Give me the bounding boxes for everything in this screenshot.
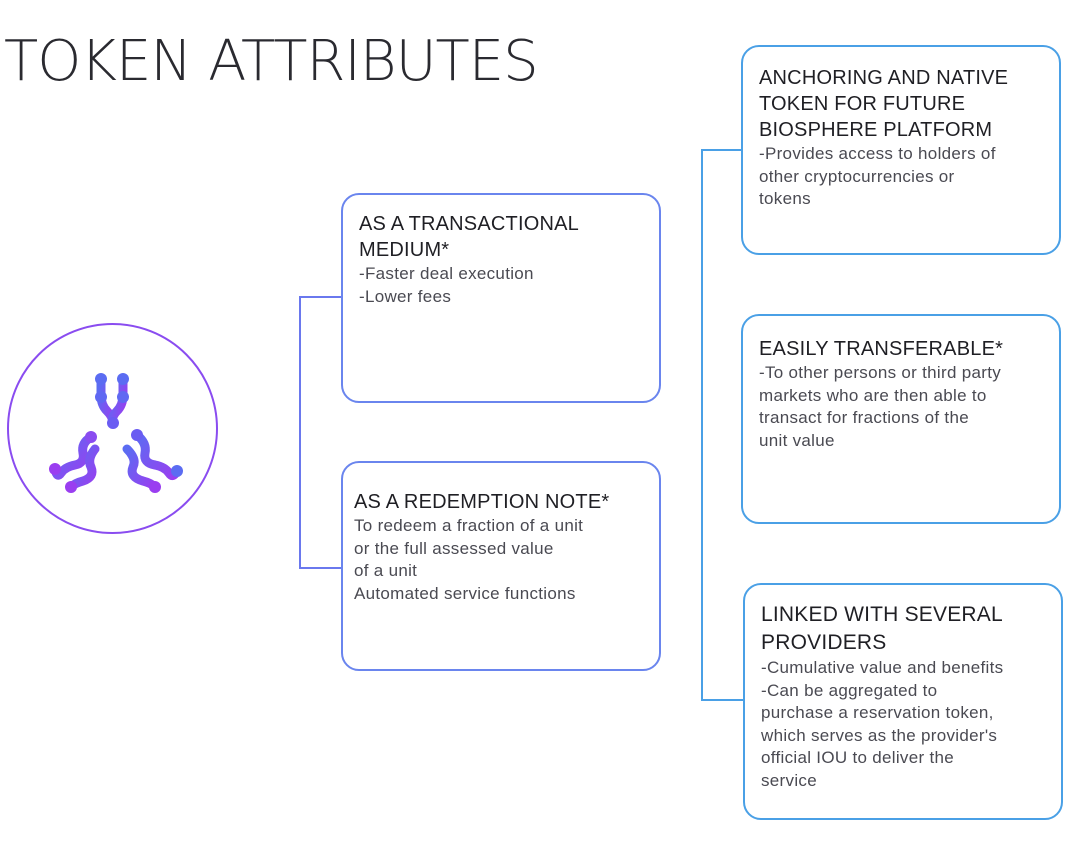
box-line: official IOU to deliver the — [761, 748, 954, 767]
page-title: TOKEN ATTRIBUTES — [4, 29, 539, 94]
box-line: -Faster deal execution — [359, 264, 534, 283]
box-line: unit value — [759, 430, 835, 450]
attribute-box-transactional-medium: AS A TRANSACTIONAL MEDIUM* -Faster deal … — [341, 193, 661, 403]
attribute-box-easily-transferable: EASILY TRANSFERABLE* -To other persons o… — [741, 314, 1061, 524]
box-title: AS A REDEMPTION NOTE* — [354, 491, 610, 513]
box-title: ANCHORING AND NATIVE TOKEN FOR FUTURE BI… — [759, 67, 1009, 141]
attribute-box-redemption-note: AS A REDEMPTION NOTE* To redeem a fracti… — [341, 461, 661, 671]
box-line: -Lower fees — [359, 286, 452, 306]
right-branch-connector — [701, 149, 744, 701]
box-title: EASILY TRANSFERABLE* — [759, 338, 1004, 360]
box-lines: -To other persons or third party markets… — [759, 362, 1049, 452]
box-line: other cryptocurrencies or — [759, 166, 955, 186]
box-line: markets who are then able to — [759, 385, 987, 405]
box-title: AS A TRANSACTIONAL MEDIUM* — [359, 213, 579, 261]
box-line: -To other persons or third party — [759, 363, 1002, 382]
box-lines: -Cumulative value and benefits -Can be a… — [761, 657, 1051, 792]
box-line: which serves as the provider's — [761, 725, 998, 745]
box-lines: To redeem a fraction of a unit or the fu… — [354, 515, 649, 605]
box-line: -Cumulative value and benefits — [761, 658, 1004, 677]
box-line: Automated service functions — [354, 583, 576, 603]
box-line: transact for fractions of the — [759, 408, 969, 427]
attribute-box-native-token: ANCHORING AND NATIVE TOKEN FOR FUTURE BI… — [741, 45, 1061, 255]
box-line: of a unit — [354, 561, 418, 580]
box-line: service — [761, 770, 817, 790]
box-line: tokens — [759, 189, 811, 208]
box-title: LINKED WITH SEVERAL PROVIDERS — [761, 603, 1003, 654]
box-lines: -Provides access to holders of other cry… — [759, 143, 1049, 211]
box-line: or the full assessed value — [354, 538, 554, 558]
left-branch-connector — [299, 296, 341, 569]
token-network-icon — [49, 373, 183, 493]
box-line: To redeem a fraction of a unit — [354, 516, 584, 535]
box-line: -Can be aggregated to — [761, 680, 938, 700]
attribute-box-linked-providers: LINKED WITH SEVERAL PROVIDERS -Cumulativ… — [743, 583, 1063, 820]
box-line: -Provides access to holders of — [759, 144, 996, 163]
box-lines: -Faster deal execution -Lower fees — [359, 263, 649, 308]
box-line: purchase a reservation token, — [761, 703, 994, 722]
logo-circle — [7, 323, 218, 534]
